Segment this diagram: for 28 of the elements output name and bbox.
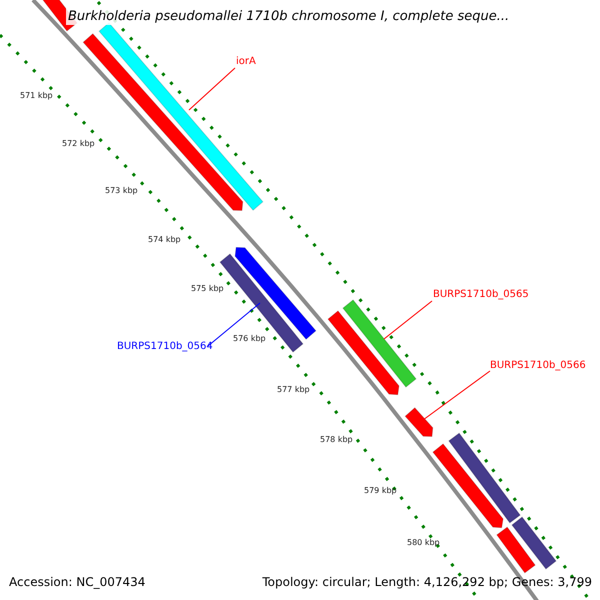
- footer-text: Accession: NC_007434: [9, 576, 146, 588]
- gene-label: iorA: [236, 57, 256, 67]
- tick-label: 573 kbp: [105, 187, 138, 195]
- tick-label: 575 kbp: [191, 285, 224, 293]
- tick-label: 580 kbp: [407, 539, 440, 547]
- tick-label: 576 kbp: [233, 335, 266, 343]
- gene-label: BURPS1710b_0566: [490, 361, 586, 371]
- gene-bar: [404, 407, 434, 438]
- tick-label: 574 kbp: [148, 236, 181, 244]
- gene-bar: [496, 526, 536, 574]
- leader-line: [188, 68, 236, 110]
- tick-label: 571 kbp: [20, 92, 53, 100]
- footer-text: Topology: circular; Length: 4,126,292 bp; Genes: 3,799: [262, 576, 592, 588]
- tick-label: 578 kbp: [320, 436, 353, 444]
- tick-label: 577 kbp: [277, 386, 310, 394]
- gene-bar: [448, 432, 521, 524]
- gene-bar: [342, 299, 417, 388]
- tick-label: 579 kbp: [364, 487, 397, 495]
- gene-bar: [511, 516, 557, 570]
- gene-label: BURPS1710b_0565: [433, 290, 529, 300]
- gene-label: BURPS1710b_0564: [117, 342, 213, 352]
- leader-line: [384, 300, 432, 340]
- gene-bar: [432, 443, 504, 528]
- tick-label: 572 kbp: [62, 140, 95, 148]
- gene-bar: [327, 310, 400, 396]
- leader-line: [208, 302, 260, 346]
- gene-bar: [98, 22, 264, 211]
- leader-line: [422, 370, 490, 420]
